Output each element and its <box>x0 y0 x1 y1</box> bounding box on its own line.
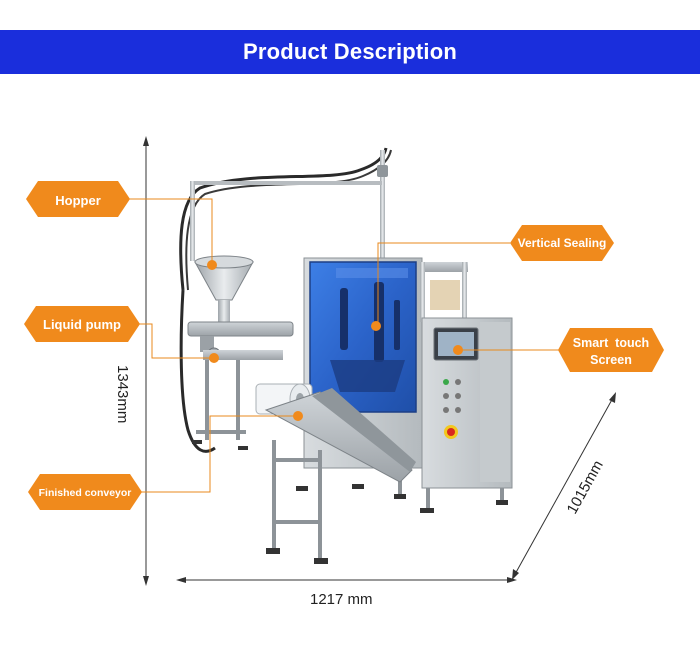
callout-smart-touch-screen: Smart touch Screen <box>558 328 664 372</box>
callout-smart-touch-line2: Screen <box>590 353 632 367</box>
callout-smart-touch-line1: Smart touch <box>573 336 649 350</box>
callout-finished-conveyor: Finished conveyor <box>28 474 142 510</box>
callout-liquid-pump-label: Liquid pump <box>43 317 121 332</box>
packing-machine <box>179 147 513 564</box>
width-label: 1217 mm <box>310 591 373 608</box>
callout-vertical-sealing: Vertical Sealing <box>510 225 614 261</box>
page-title: Product Description <box>242 39 458 64</box>
callout-hopper-label: Hopper <box>55 193 101 208</box>
height-label: 1343mm <box>114 365 131 423</box>
callout-hopper: Hopper <box>26 181 130 217</box>
depth-dimension: 1015mm <box>512 392 616 580</box>
callout-finished-conveyor-label: Finished conveyor <box>39 487 132 499</box>
callout-liquid-pump: Liquid pump <box>24 306 140 342</box>
leader-dots <box>207 260 463 421</box>
width-dimension: 1217 mm <box>176 577 517 608</box>
callout-vertical-sealing-label: Vertical Sealing <box>518 236 607 250</box>
depth-label: 1015mm <box>564 458 607 517</box>
header-bar: Product Description <box>0 30 700 74</box>
leader-lines <box>128 198 560 493</box>
height-dimension: 1343mm <box>114 136 149 586</box>
